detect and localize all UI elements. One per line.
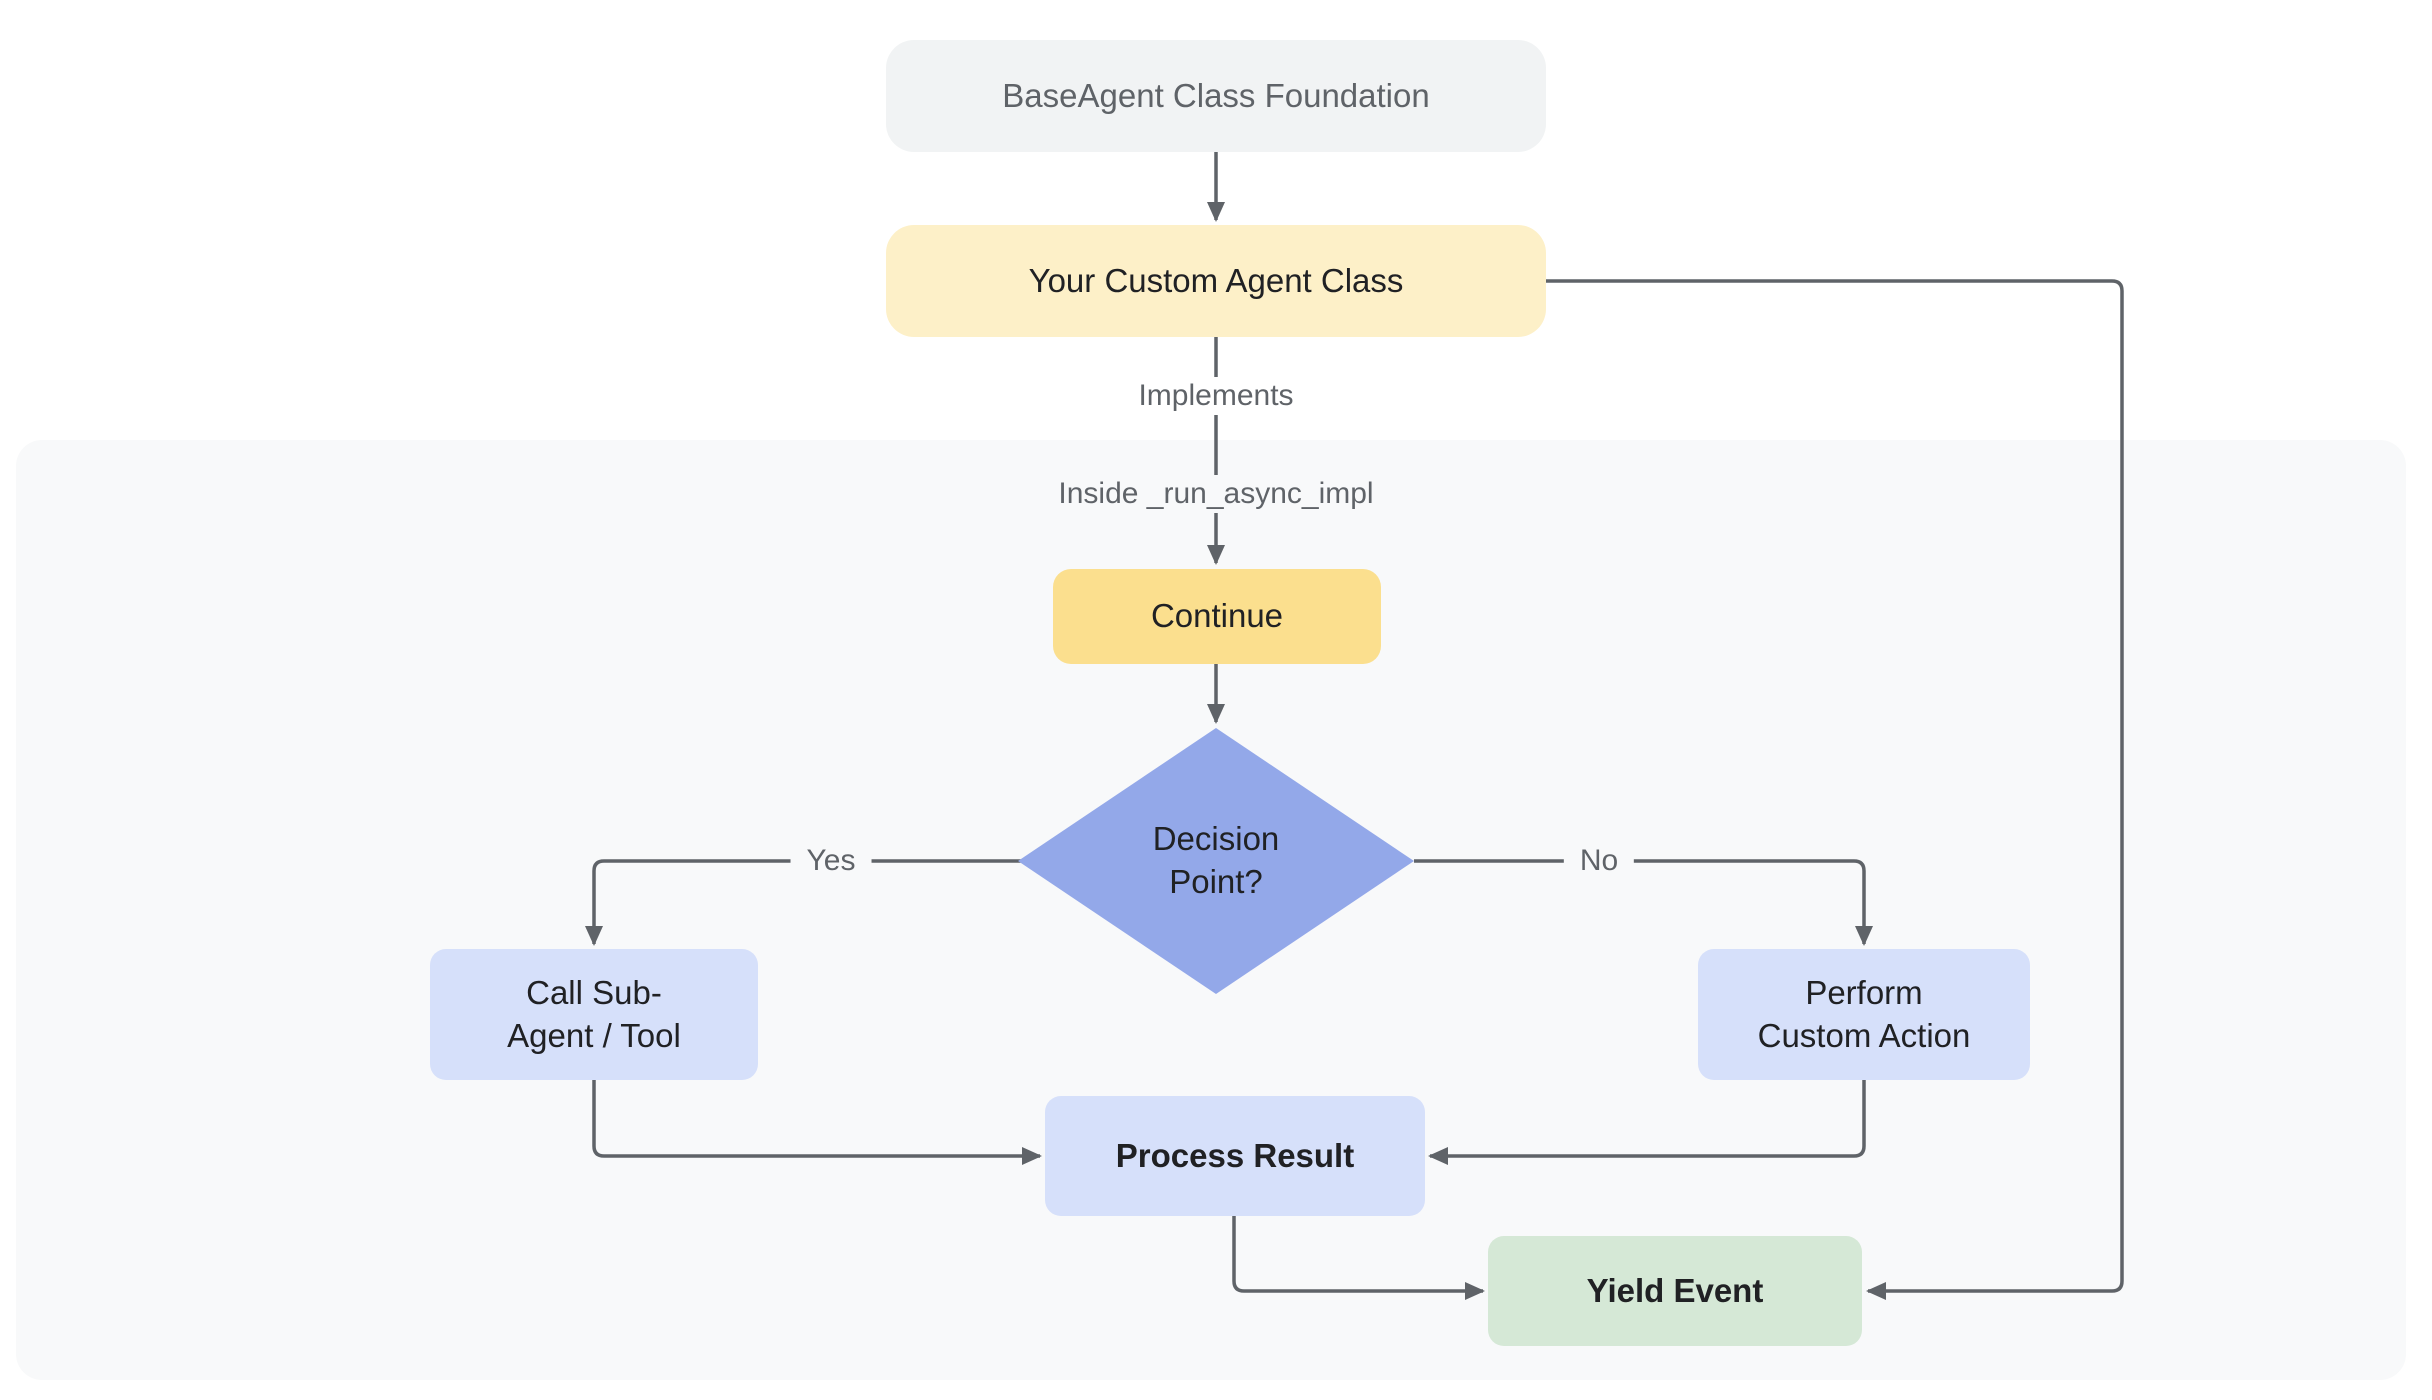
edge-decision-no [1414, 859, 1873, 946]
node-custom-agent-class-label: Your Custom Agent Class [1028, 261, 1404, 299]
edge-custom-to-yield [1546, 279, 2124, 1300]
node-continue-label: Continue [1150, 597, 1284, 635]
node-yield-event: Yield Event [1488, 1236, 1862, 1346]
node-decision-point: Decision Point? [1066, 796, 1366, 926]
perform-line2: Custom Action [1757, 1016, 1971, 1054]
edge-label-inside-run-async-impl: Inside _run_async_impl [1042, 475, 1390, 513]
node-baseagent-foundation-label: BaseAgent Class Foundation [1002, 76, 1430, 114]
edge-label-implements: Implements [1122, 377, 1310, 415]
call-sub-line1: Call Sub- [526, 974, 662, 1012]
edge-label-no: No [1563, 842, 1635, 880]
edge-process-to-yield [1232, 1216, 1485, 1300]
node-yield-event-label: Yield Event [1586, 1271, 1764, 1309]
node-call-sub-agent-tool: Call Sub- Agent / Tool [430, 949, 758, 1080]
node-process-result: Process Result [1045, 1096, 1425, 1216]
perform-line1: Perform [1805, 974, 1923, 1012]
decision-diamond [1018, 728, 1414, 994]
node-process-result-label: Process Result [1115, 1136, 1355, 1174]
node-baseagent-foundation: BaseAgent Class Foundation [886, 40, 1546, 152]
call-sub-line2: Agent / Tool [507, 1016, 681, 1054]
edge-callsub-to-process [592, 1080, 1042, 1165]
node-perform-custom-action: Perform Custom Action [1698, 949, 2030, 1080]
edge-perform-to-process [1428, 1080, 1866, 1165]
node-continue: Continue [1053, 569, 1381, 664]
edge-decision-yes [585, 859, 1021, 946]
decision-line1: Decision [1152, 820, 1280, 858]
node-custom-agent-class: Your Custom Agent Class [886, 225, 1546, 337]
decision-line2: Point? [1169, 863, 1263, 900]
edge-label-yes: Yes [790, 842, 872, 880]
